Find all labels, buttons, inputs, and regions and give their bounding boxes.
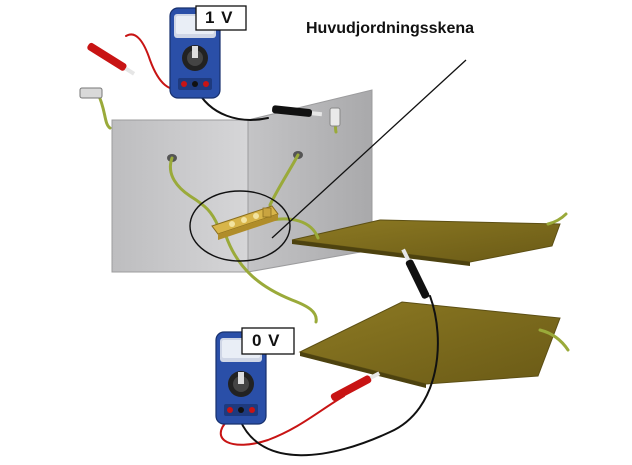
callout-label: Huvudjordningsskena [306,20,475,37]
wire-top-meter-probe [96,92,112,130]
plate-upper [291,219,561,266]
callout-leader [271,59,467,239]
wire-upper-plate-right [546,212,568,226]
wire-lower-plate [538,328,570,352]
probe-black-icon [272,105,323,117]
probe-clip-top-left [79,87,103,99]
main-earthing-busbar [211,205,279,240]
probe-red-icon [87,42,136,76]
wall-front [111,119,249,273]
wire-busbar-down [224,234,318,324]
callout-ellipse [189,190,291,262]
top-meter-display-box [195,5,247,31]
bottom-meter-display-box [241,327,295,355]
bottom-meter-reading: 0 V [252,331,281,350]
red-lead-bottom [220,395,345,446]
probe-black-icon [401,248,430,299]
probe-clip-top-right [329,107,341,127]
top-meter-reading: 1 V [205,8,234,27]
plate-lower [298,301,561,388]
wire-wall-left [169,156,220,228]
black-lead-bottom [239,295,439,457]
probe-red-icon [330,371,381,402]
wire-wall-right [268,153,300,207]
bottom-meter-leads [220,295,439,457]
